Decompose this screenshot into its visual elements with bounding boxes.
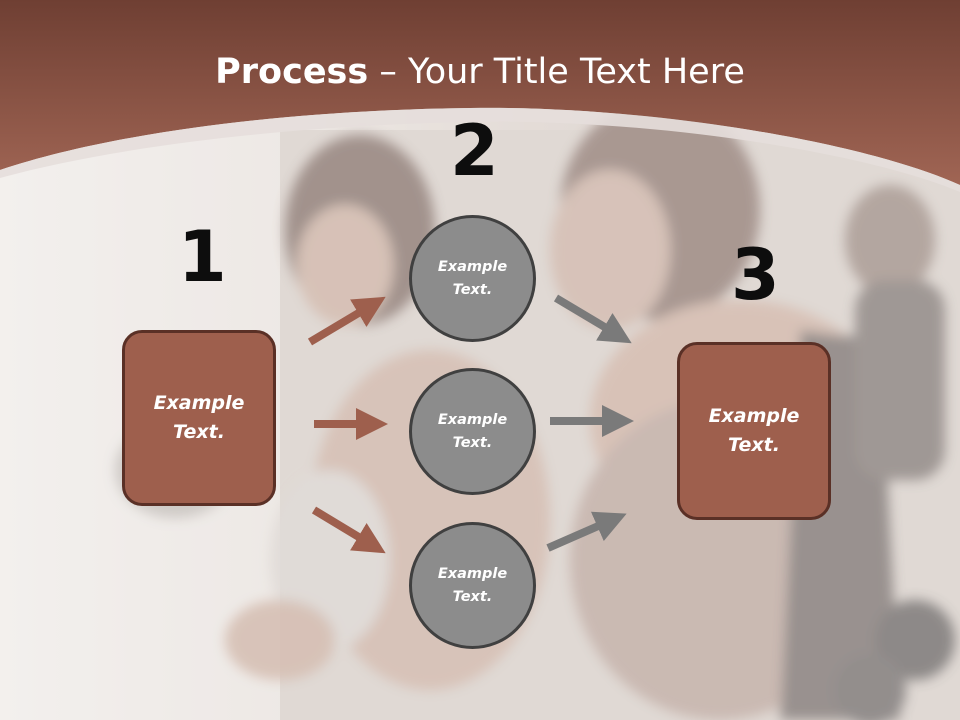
arrow-1-to-bottom [311,506,386,554]
title-rest: – Your Title Text Here [368,52,745,92]
circle-bottom-text: Example Text. [437,565,508,605]
step-number-2: 2 [450,110,499,192]
circle-middle: Example Text. [409,368,536,495]
title-bold: Process [215,52,369,92]
circle-top: Example Text. [409,215,536,342]
step-3-box: Example Text. [677,342,831,520]
step-3-text: Example Text. [708,405,800,456]
arrow-top-to-3 [553,294,632,344]
arrow-1-to-top [307,296,386,346]
circle-bottom: Example Text. [409,522,536,649]
header-band [0,0,960,192]
step-number-3: 3 [731,234,780,316]
circle-top-text: Example Text. [437,258,508,298]
step-1-text: Example Text. [153,392,245,443]
arrow-bottom-to-3 [546,511,627,552]
step-1-box: Example Text. [122,330,276,506]
page-title: Process – Your Title Text Here [0,52,960,92]
step-number-1: 1 [178,216,227,298]
circle-middle-text: Example Text. [437,411,508,451]
